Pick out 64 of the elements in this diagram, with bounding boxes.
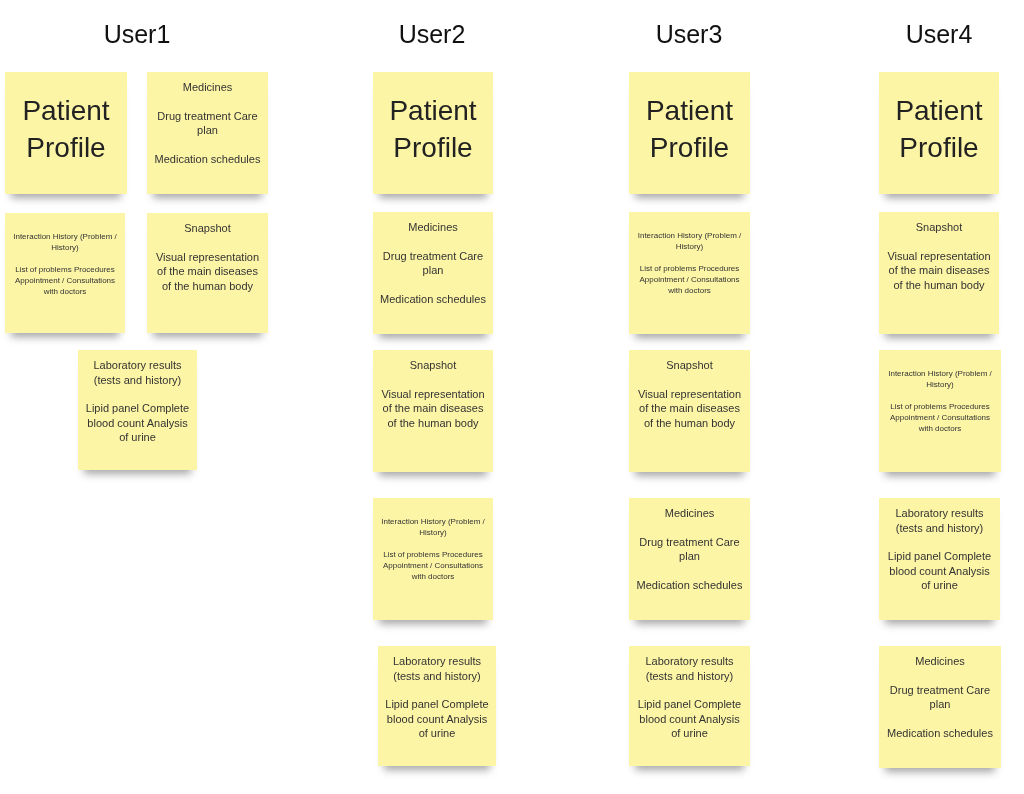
note-text: Patient Profile: [894, 94, 984, 165]
note-text: Lipid panel Complete blood count Analysis of urine: [886, 549, 993, 593]
sticky-note: [629, 498, 750, 620]
note-heading: Interaction History (Problem / History): [380, 516, 486, 538]
note-text: Medication schedules: [154, 151, 261, 166]
note-heading: Interaction History (Problem / History): [12, 231, 118, 253]
sticky-note: [378, 646, 496, 766]
sticky-note: [373, 72, 493, 194]
note-heading: Medicines: [182, 80, 233, 95]
sticky-note: [147, 213, 268, 333]
note-text: Drug treatment Care plan: [888, 682, 992, 712]
note-text: Lipid panel Complete blood count Analysis of urine: [384, 697, 490, 741]
note-heading: Interaction History (Problem / History): [636, 230, 743, 252]
sticky-note: [879, 646, 1001, 768]
note-text: Drug treatment Care plan: [156, 108, 259, 138]
sticky-note: [373, 498, 493, 620]
note-text: List of problems Procedures Appointment / Consultations with doctors: [888, 401, 992, 434]
column-heading: User2: [398, 19, 466, 50]
sticky-note: [879, 72, 999, 194]
sticky-note: [5, 72, 127, 194]
sticky-note: [78, 350, 197, 470]
note-text: Visual representation of the main diseases of the human body: [380, 386, 486, 430]
sticky-note: [373, 350, 493, 472]
sticky-note: [629, 72, 750, 194]
column-heading: User1: [103, 19, 171, 50]
sticky-note: [147, 72, 268, 194]
note-text: Drug treatment Care plan: [381, 248, 485, 278]
sticky-note: [629, 350, 750, 472]
note-text: Lipid panel Complete blood count Analysis of urine: [636, 697, 743, 741]
note-heading: Laboratory results (tests and history): [391, 654, 482, 683]
note-text: List of problems Procedures Appointment / Consultations with doctors: [638, 263, 741, 296]
note-text: Medication schedules: [887, 725, 993, 740]
note-text: Patient Profile: [644, 94, 735, 165]
note-heading: Laboratory results (tests and history): [644, 654, 735, 683]
column-heading: User3: [655, 19, 723, 50]
sticky-note: [879, 212, 999, 334]
note-text: Medication schedules: [380, 291, 486, 306]
note-text: Visual representation of the main diseases of the human body: [154, 249, 261, 293]
note-text: Patient Profile: [21, 94, 111, 165]
note-heading: Medicines: [915, 654, 965, 669]
sticky-note: [879, 350, 1001, 472]
note-text: Lipid panel Complete blood count Analysis of urine: [84, 401, 191, 445]
note-heading: Snapshot: [184, 221, 231, 236]
note-text: Visual representation of the main diseases of the human body: [886, 248, 992, 292]
sticky-note: [629, 212, 750, 334]
note-heading: Laboratory results (tests and history): [894, 506, 985, 535]
note-heading: Laboratory results (tests and history): [92, 358, 183, 387]
note-heading: Snapshot: [409, 358, 457, 373]
note-heading: Snapshot: [666, 358, 713, 373]
note-text: List of problems Procedures Appointment / Consultations with doctors: [381, 549, 485, 582]
note-text: Medication schedules: [636, 577, 743, 592]
sticky-note: [5, 213, 125, 333]
note-heading: Interaction History (Problem / History): [887, 368, 993, 390]
note-text: Patient Profile: [388, 94, 478, 165]
note-text: Drug treatment Care plan: [638, 534, 741, 564]
note-text: Visual representation of the main diseases of the human body: [636, 386, 743, 430]
note-heading: Snapshot: [915, 220, 963, 235]
note-heading: Medicines: [664, 506, 715, 521]
note-text: List of problems Procedures Appointment / Consultations with doctors: [13, 264, 117, 297]
sticky-note: [629, 646, 750, 766]
note-heading: Medicines: [408, 220, 458, 235]
sticky-note: [373, 212, 493, 334]
column-heading: User4: [905, 19, 973, 50]
sticky-note: [879, 498, 1000, 620]
